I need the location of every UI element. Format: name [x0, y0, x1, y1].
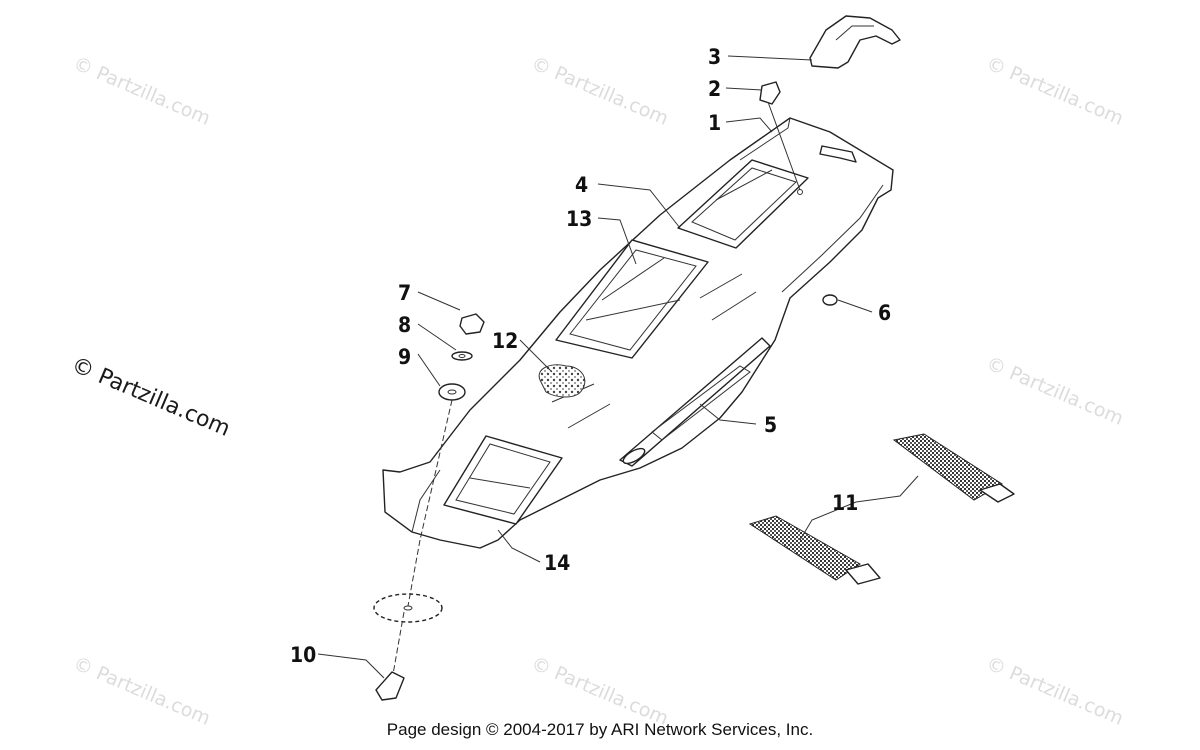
callout-4: 4 — [575, 173, 588, 197]
watermark: © Partzilla.com — [70, 52, 214, 130]
callout-13: 13 — [566, 207, 592, 231]
watermark: © Partzilla.com — [528, 652, 672, 730]
grommet — [822, 294, 838, 306]
bracket — [809, 15, 901, 69]
callout-14: 14 — [544, 551, 570, 575]
callout-3: 3 — [708, 45, 721, 69]
bolt-top — [759, 81, 801, 191]
watermark: © Partzilla.com — [983, 652, 1127, 730]
callout-9: 9 — [398, 345, 411, 369]
watermark: © Partzilla.com — [528, 52, 672, 130]
screw — [373, 539, 443, 701]
watermark-main: © Partzilla.com — [68, 353, 234, 442]
callout-labels: 1 2 3 4 5 6 7 8 9 10 11 12 13 14 — [290, 45, 891, 667]
leader-lines — [317, 55, 919, 679]
callout-8: 8 — [398, 313, 411, 337]
watermark: © Partzilla.com — [983, 352, 1127, 430]
callout-6: 6 — [878, 301, 891, 325]
callout-7: 7 — [398, 281, 411, 305]
callout-1: 1 — [708, 111, 721, 135]
footer-credit: Page design © 2004-2017 by ARI Network S… — [386, 720, 814, 739]
callout-2: 2 — [708, 77, 721, 101]
callout-5: 5 — [764, 413, 777, 437]
callout-10: 10 — [290, 643, 316, 667]
watermark: © Partzilla.com — [983, 52, 1127, 130]
nut-washer-stack — [419, 313, 485, 541]
callout-12: 12 — [492, 329, 518, 353]
grip-tapes — [748, 433, 1015, 585]
callout-11: 11 — [832, 491, 858, 515]
skid-plate — [382, 117, 894, 549]
watermark: © Partzilla.com — [70, 652, 214, 730]
